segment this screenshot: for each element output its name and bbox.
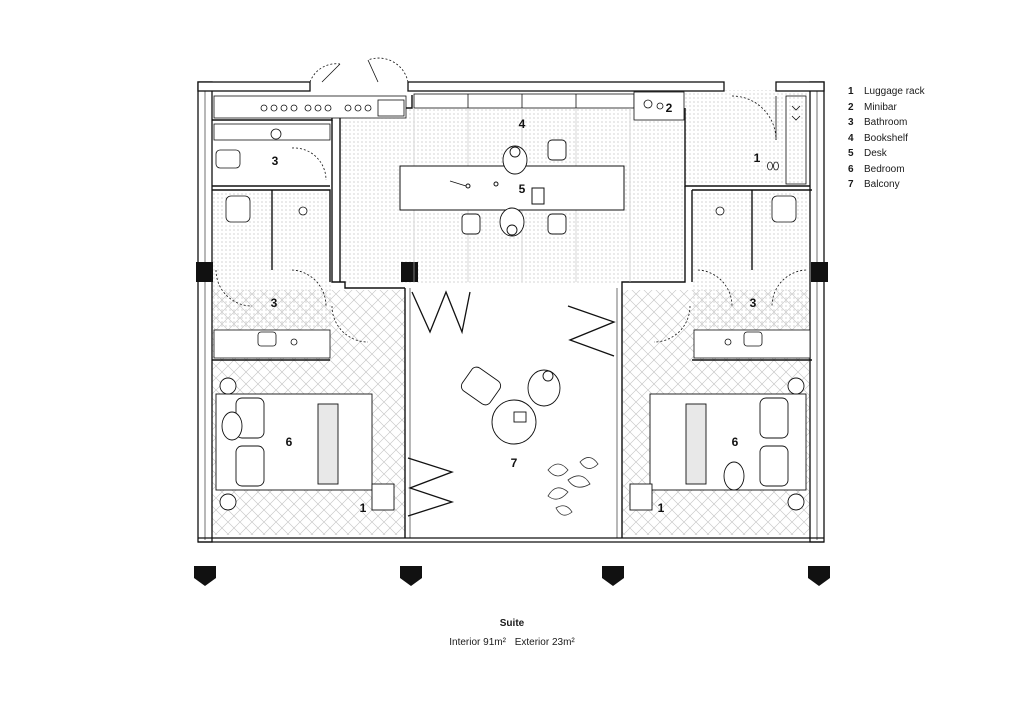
bath-top-left-fixtures: [213, 123, 331, 181]
exterior-walls: [197, 81, 825, 543]
legend-num: 1: [848, 86, 854, 97]
desk-chairs: [461, 139, 567, 237]
legend-item: 7 Balcony: [848, 177, 925, 193]
legend-item: 1 Luggage rack: [848, 84, 925, 100]
legend-num: 7: [848, 179, 854, 190]
bath-right-fixtures: [693, 195, 811, 359]
marker-bedroom-right: 6: [732, 435, 739, 449]
legend-item: 6 Bedroom: [848, 162, 925, 178]
legend-label: Bedroom: [864, 163, 905, 175]
marker-luggage-left: 1: [360, 501, 367, 515]
legend-item: 4 Bookshelf: [848, 131, 925, 147]
legend-label: Minibar: [864, 101, 897, 113]
marker-desk: 5: [519, 182, 526, 196]
marker-bath-right: 3: [750, 296, 757, 310]
balcony-furniture: [460, 366, 561, 445]
interior-partitions: [212, 95, 812, 538]
luggage-zone-floor: [685, 90, 810, 188]
folding-screens: [407, 290, 616, 517]
marker-luggage-right: 1: [658, 501, 665, 515]
luggage-rack-top: [731, 95, 807, 185]
legend: 1 Luggage rack 2 Minibar 3 Bathroom 4 Booksh…: [848, 84, 925, 193]
facade-edge: [198, 537, 824, 543]
legend-num: 3: [848, 117, 854, 128]
legend-num: 6: [848, 163, 854, 175]
exterior-area: Exterior 23m²: [514, 637, 575, 648]
plan-area-summary: Interior 91m² Exterior 23m²: [0, 637, 1024, 648]
legend-item: 2 Minibar: [848, 100, 925, 116]
marker-minibar: 2: [666, 101, 673, 115]
marker-luggage-top-right: 1: [754, 151, 761, 165]
entrance-door: [309, 57, 409, 83]
legend-num: 5: [848, 148, 854, 159]
bed-left: [215, 377, 395, 511]
legend-label: Bathroom: [864, 117, 908, 128]
marker-bookshelf: 4: [519, 117, 526, 131]
interior-area: Interior 91m²: [449, 637, 506, 648]
bed-right: [629, 377, 807, 511]
bath-left-fixtures: [213, 195, 331, 359]
legend-label: Desk: [864, 148, 887, 159]
plan-title: Suite: [499, 618, 525, 629]
legend-num: 2: [848, 101, 854, 113]
facade-markers: [194, 566, 830, 586]
legend-item: 5 Desk: [848, 146, 925, 162]
legend-num: 4: [848, 132, 854, 144]
marker-bedroom-left: 6: [286, 435, 293, 449]
kitchenette-counter: [213, 95, 407, 119]
marker-bath-top-left: 3: [272, 154, 279, 168]
room-number-labels: 2 4 5 1 3 3 3 6 6 7 1 1: [271, 101, 761, 515]
marker-balcony: 7: [511, 456, 518, 470]
legend-label: Luggage rack: [864, 86, 925, 97]
legend-item: 3 Bathroom: [848, 115, 925, 131]
balcony-plants: [547, 457, 599, 516]
bedroom-bay-doors: [331, 305, 691, 343]
marker-bath-left: 3: [271, 296, 278, 310]
bookshelf: [413, 91, 685, 121]
legend-label: Bookshelf: [864, 132, 908, 144]
legend-label: Balcony: [864, 179, 900, 190]
